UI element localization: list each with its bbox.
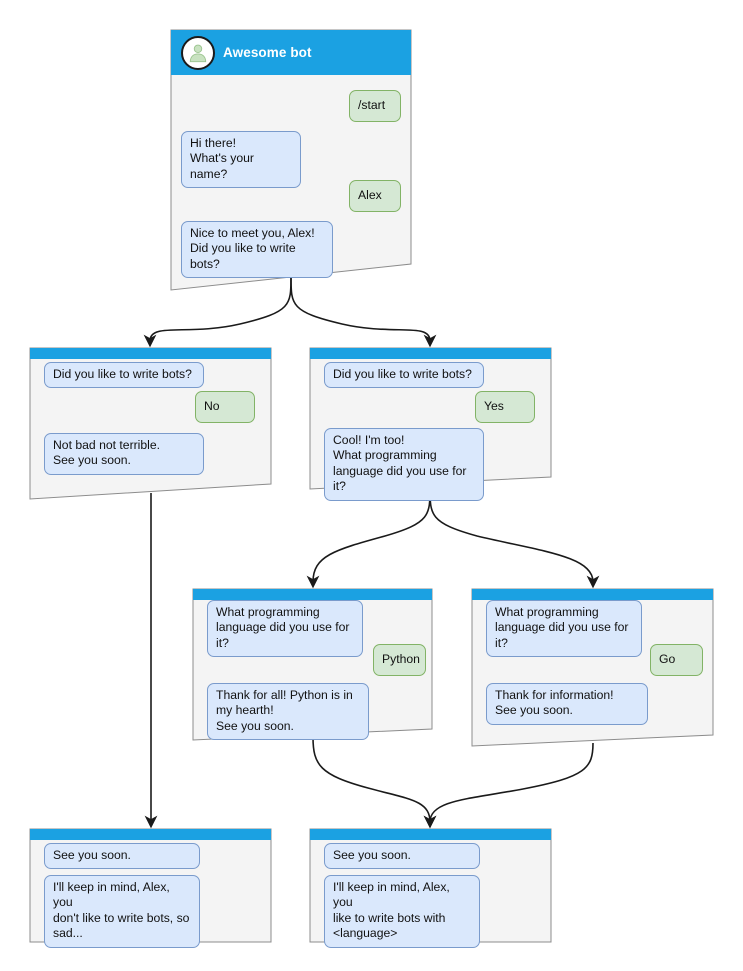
message-bubble-bot[interactable]: What programming language did you use fo…: [486, 600, 642, 658]
go-branch-header-bar: [472, 589, 713, 600]
node-python-branch[interactable]: What programming language did you use fo…: [193, 589, 432, 741]
message-bubble-bot[interactable]: Nice to meet you, Alex! Did you like to …: [181, 221, 333, 279]
edge-go-to-end-happy: [423, 742, 594, 829]
person-avatar-icon: [181, 36, 215, 70]
yes-branch-header-bar: [310, 348, 551, 359]
edge-yes-to-go: [429, 487, 600, 589]
message-bubble-user[interactable]: Yes: [475, 391, 535, 423]
node-end-happy[interactable]: See you soon. I'll keep in mind, Alex, y…: [310, 829, 551, 948]
end-sad-header-bar: [30, 829, 271, 840]
node-yes-branch[interactable]: Did you like to write bots? Yes Cool! I'…: [310, 348, 551, 501]
message-bubble-bot[interactable]: Did you like to write bots?: [324, 362, 484, 389]
node-go-branch[interactable]: What programming language did you use fo…: [472, 589, 713, 744]
message-bubble-user[interactable]: Alex: [349, 180, 401, 212]
node-end-sad[interactable]: See you soon. I'll keep in mind, Alex, y…: [30, 829, 271, 948]
message-bubble-bot[interactable]: Cool! I'm too! What programming language…: [324, 428, 484, 501]
message-bubble-bot[interactable]: Not bad not terrible. See you soon.: [44, 433, 204, 475]
root-header-bar: Awesome bot: [171, 30, 411, 75]
message-bubble-bot[interactable]: See you soon.: [324, 843, 480, 870]
message-bubble-user[interactable]: No: [195, 391, 255, 423]
message-bubble-user[interactable]: /start: [349, 90, 401, 122]
message-bubble-bot[interactable]: I'll keep in mind, Alex, you like to wri…: [324, 875, 480, 948]
node-no-branch[interactable]: Did you like to write bots? No Not bad n…: [30, 348, 271, 498]
python-branch-header-bar: [193, 589, 432, 600]
message-bubble-bot[interactable]: Did you like to write bots?: [44, 362, 204, 389]
end-happy-header-bar: [310, 829, 551, 840]
no-branch-header-bar: [30, 348, 271, 359]
node-root[interactable]: Awesome bot /start Hi there! What's your…: [171, 30, 411, 290]
message-bubble-user[interactable]: Python: [373, 644, 426, 676]
message-bubble-bot[interactable]: I'll keep in mind, Alex, you don't like …: [44, 875, 200, 948]
message-bubble-bot[interactable]: Thank for information! See you soon.: [486, 683, 648, 725]
edge-yes-to-python: [306, 487, 431, 589]
root-title: Awesome bot: [223, 45, 312, 60]
edge-python-to-end-happy: [312, 736, 437, 829]
message-bubble-bot[interactable]: See you soon.: [44, 843, 200, 870]
message-bubble-bot[interactable]: What programming language did you use fo…: [207, 600, 363, 658]
message-bubble-user[interactable]: Go: [650, 644, 703, 676]
message-bubble-bot[interactable]: Hi there! What's your name?: [181, 131, 301, 189]
message-bubble-bot[interactable]: Thank for all! Python is in my hearth! S…: [207, 683, 369, 741]
